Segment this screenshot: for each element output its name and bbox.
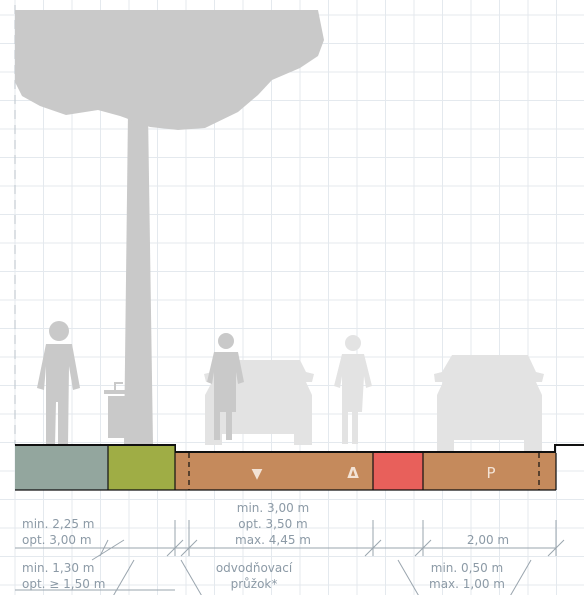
down-arrow-icon: ▼ [252,466,263,482]
buffer-min-label: min. 0,50 m [431,561,503,575]
tree-icon [15,10,324,445]
dimension-lines [15,520,565,595]
trash-bin-icon [104,382,130,438]
parking-symbol: P [486,464,495,482]
cyclist-icon [207,333,244,440]
lane-max-label: max. 4,45 m [235,533,311,547]
buffer-max-label: max. 1,00 m [429,577,505,591]
parking-width-label: 2,00 m [467,533,509,547]
lane-opt-label: opt. 3,50 m [238,517,308,531]
green-strip [108,446,175,490]
sidewalk-min-label: min. 2,25 m [22,517,94,531]
sidewalk-strip [15,446,108,490]
sidewalk-opt-label: opt. 3,00 m [22,533,92,547]
bike-lane-strip [175,453,373,490]
up-arrow-icon: Δ [347,464,359,482]
lane-min-label: min. 3,00 m [237,501,309,515]
parking-strip [423,453,556,490]
cyclist-icon-2 [334,335,372,444]
tree-crown [15,10,324,130]
strip-dividers [15,446,557,491]
pedestrian-icon [37,321,80,446]
green-opt-label: opt. ≥ 1,50 m [22,577,105,591]
curb-profile [15,444,584,453]
red-strip [373,453,423,490]
dashed-lane-lines [188,453,540,490]
drain-label-line-1: odvodňovací [216,561,293,575]
drain-label-line-2: průžok* [231,577,278,591]
green-min-label: min. 1,30 m [22,561,94,575]
parked-car-icon [434,355,544,452]
tree-trunk [124,112,153,445]
